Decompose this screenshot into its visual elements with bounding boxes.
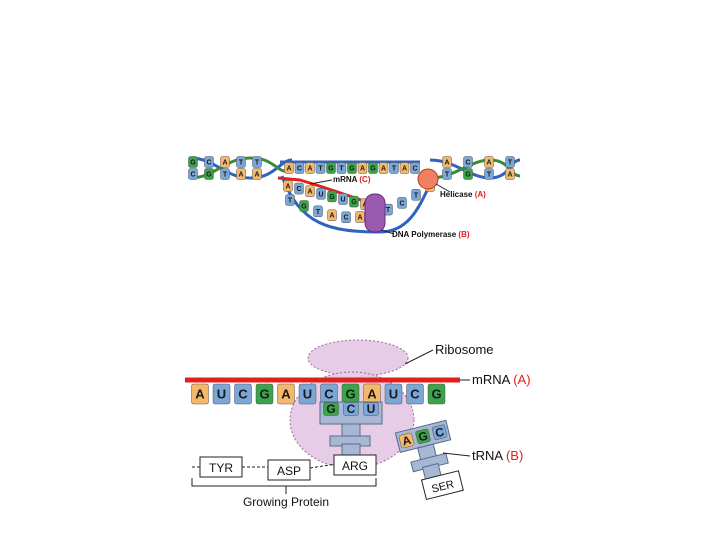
chain-link-2: [310, 464, 336, 468]
bound-anticodon-base-letter: G: [326, 402, 335, 416]
left-top-base-letter: T: [239, 159, 244, 166]
growing-protein-label: Growing Protein: [243, 495, 329, 509]
upper-base-letter: G: [349, 165, 355, 172]
upper-base-letter: T: [392, 165, 397, 172]
new-base-letter: C: [296, 186, 301, 193]
helicase-enzyme: [418, 169, 438, 189]
top-mrna-label: mRNA (C): [333, 175, 371, 184]
lower-base-letter: T: [386, 207, 391, 214]
mrna-base-letter: G: [431, 387, 441, 402]
upper-base-letter: A: [307, 165, 312, 172]
upper-base-letter: C: [412, 165, 417, 172]
bound-anticodon: GCU: [324, 402, 379, 416]
upper-base-letter: A: [360, 165, 365, 172]
trna-label: tRNA (B): [472, 448, 523, 463]
mrna-pointer: [310, 180, 332, 184]
trna-pointer: [443, 453, 470, 456]
upper-base-letter: A: [381, 165, 386, 172]
left-top-base-letter: C: [206, 159, 211, 166]
lower-base-letter: A: [357, 214, 362, 221]
new-base-letter: U: [318, 191, 323, 198]
bound-anticodon-base-letter: U: [367, 402, 376, 416]
mrna-base-letter: G: [259, 387, 269, 402]
new-base-letter: G: [329, 194, 335, 201]
new-base-letter: A: [285, 183, 290, 190]
ribosome-small-subunit: [308, 340, 408, 376]
left-top-base-letter: G: [190, 159, 196, 166]
lower-base-letter: T: [288, 197, 293, 204]
mrna-base-letter: C: [238, 387, 248, 402]
left-bottom-base-letter: A: [238, 171, 243, 178]
ribosome-label: Ribosome: [435, 342, 494, 357]
lower-base-letter: A: [329, 213, 334, 220]
right-top-base-letter: T: [508, 159, 513, 166]
mrna-base-letter: G: [345, 387, 355, 402]
amino-acid-asp: ASP: [277, 464, 301, 478]
new-base-letter: G: [351, 199, 357, 206]
mrna-base-letter: U: [217, 387, 226, 402]
upper-base-letter: A: [402, 165, 407, 172]
polymerase-label: DNA Polymerase (B): [392, 230, 470, 239]
lower-base-letter: T: [316, 209, 321, 216]
right-top-base-letter: A: [486, 159, 491, 166]
lower-base-letter: C: [343, 215, 348, 222]
left-top-base-letter: A: [222, 159, 227, 166]
left-bottom-base-letter: T: [223, 171, 228, 178]
dna-polymerase-enzyme: [365, 194, 385, 232]
right-bottom-base-letter: T: [487, 171, 492, 178]
lower-base-letter: C: [399, 200, 404, 207]
right-top-base-letter: A: [444, 159, 449, 166]
bound-anticodon-base-letter: C: [347, 402, 356, 416]
bottom-mrna-label: mRNA (A): [472, 372, 531, 387]
upper-base-letter: G: [328, 165, 334, 172]
upper-base-letter: C: [297, 165, 302, 172]
helicase-label: Helicase (A): [440, 190, 486, 199]
right-bottom-base-letter: A: [507, 171, 512, 178]
mrna-base-letter: A: [195, 387, 205, 402]
new-base-letter: U: [340, 196, 345, 203]
new-base-letter: A: [307, 189, 312, 196]
mrna-base-letter: C: [324, 387, 334, 402]
lower-base-letter: T: [414, 192, 419, 199]
mrna-base-letter: A: [281, 387, 291, 402]
upper-base-letter: A: [286, 165, 291, 172]
mrna-base-letter: C: [410, 387, 420, 402]
left-bottom-base-letter: A: [254, 171, 259, 178]
upper-strand-bases: ACATGTGAGATAC: [285, 163, 420, 174]
right-bottom-base-letter: G: [465, 171, 471, 178]
right-top-base-letter: C: [465, 159, 470, 166]
translation-diagram: AUCGAUCGAUCG Ribosome mRNA (A) GCU AGC S…: [185, 340, 531, 509]
mrna-base-letter: U: [303, 387, 312, 402]
upper-base-letter: T: [318, 165, 323, 172]
left-bottom-base-letter: C: [190, 171, 195, 178]
amino-acid-tyr: TYR: [209, 461, 233, 475]
upper-base-letter: G: [370, 165, 376, 172]
lower-base-letter: G: [301, 203, 307, 210]
amino-acid-arg: ARG: [342, 459, 368, 473]
mrna-base-letter: U: [389, 387, 398, 402]
right-bottom-base-letter: T: [445, 171, 450, 178]
mrna-base-letter: A: [367, 387, 377, 402]
ribosome-pointer: [405, 350, 433, 364]
left-top-base-letter: T: [255, 159, 260, 166]
upper-base-letter: T: [339, 165, 344, 172]
left-bottom-base-letter: G: [206, 171, 212, 178]
